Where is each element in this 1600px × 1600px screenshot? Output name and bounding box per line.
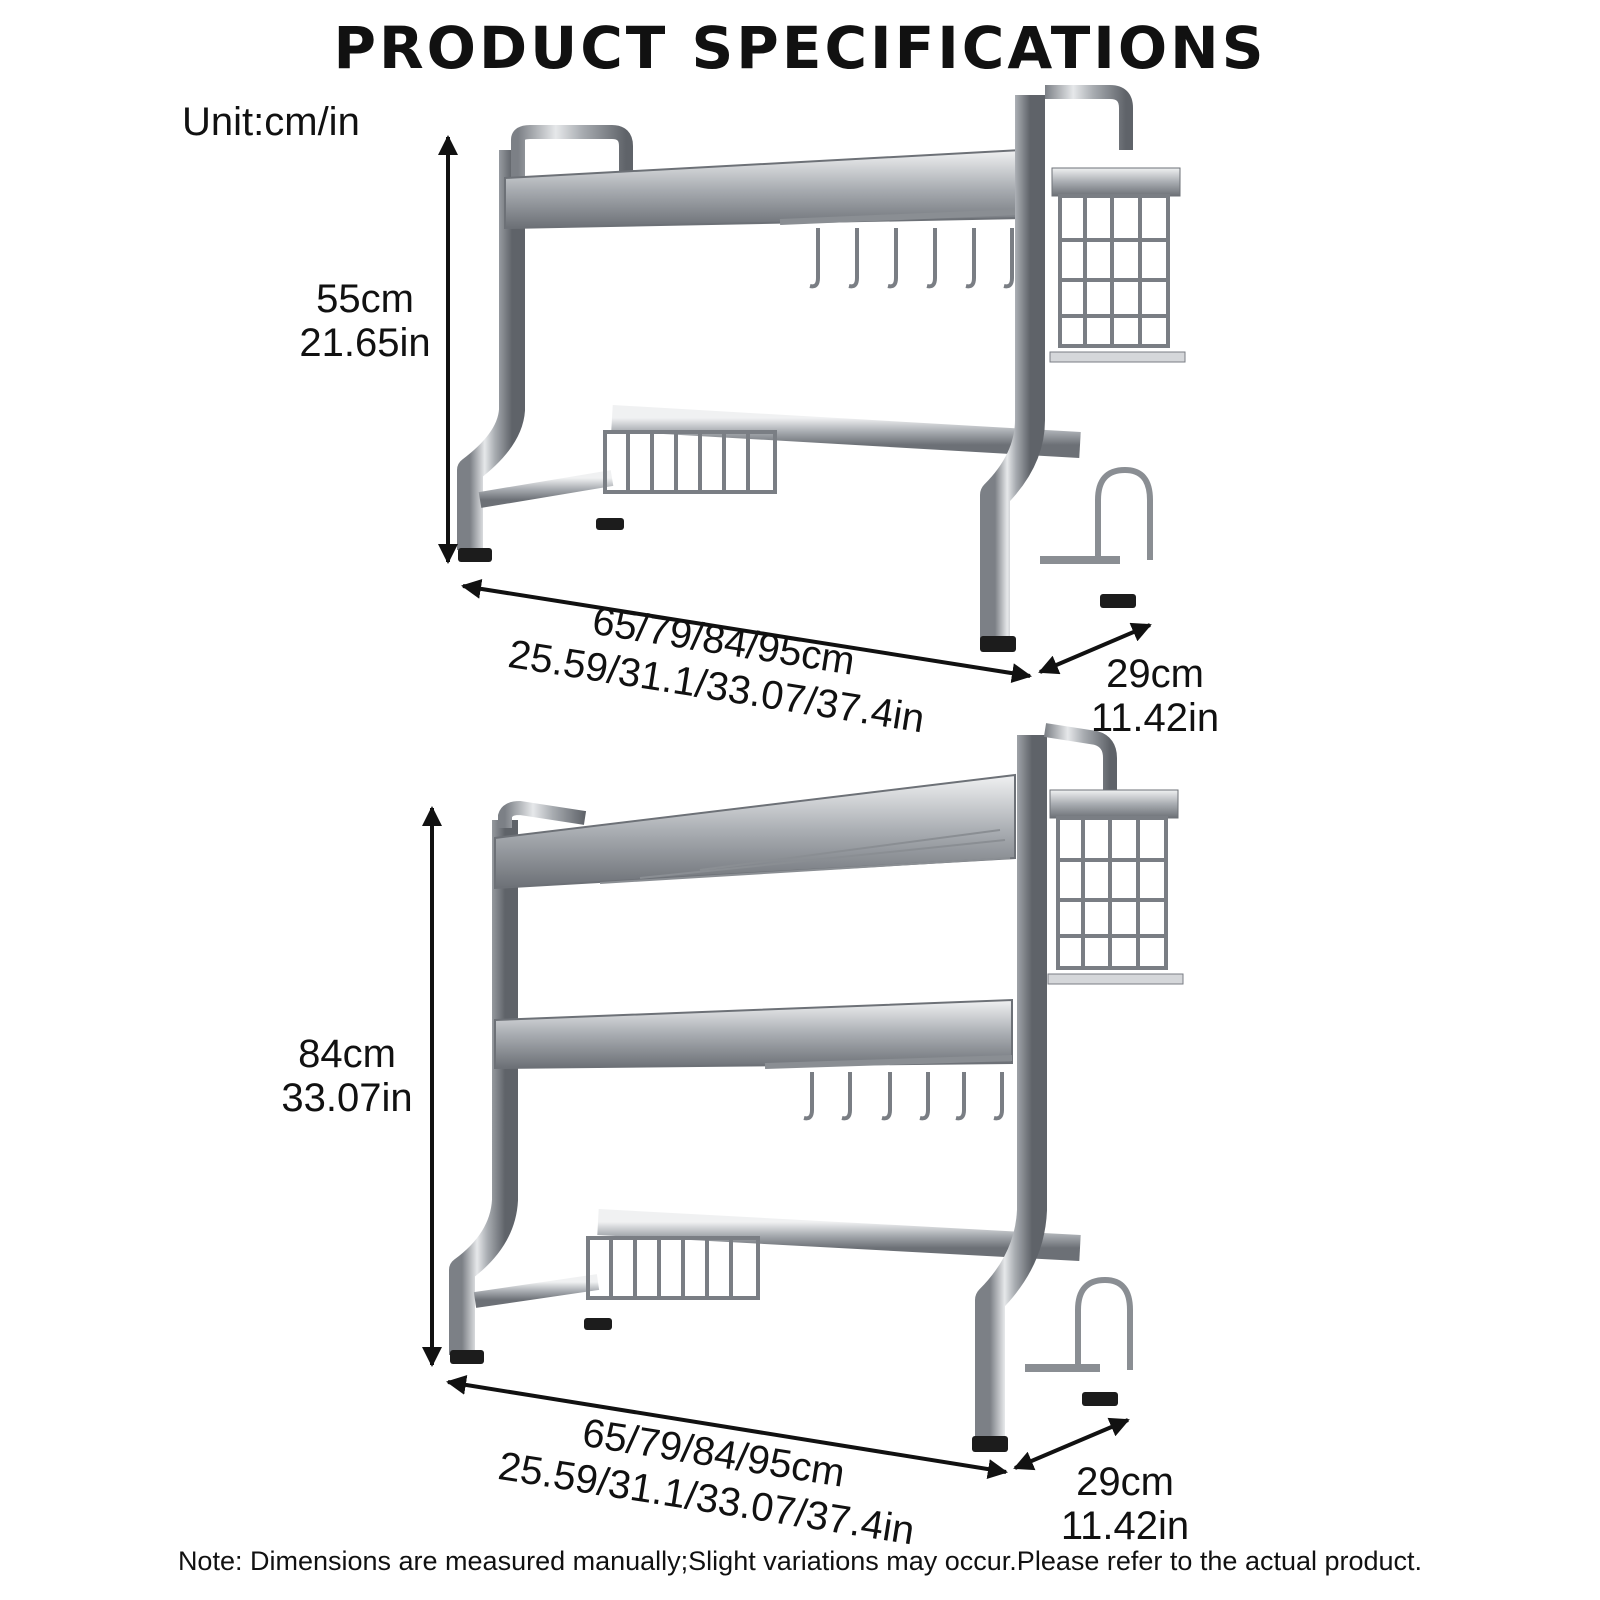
hooks-bottom (803, 1072, 1004, 1121)
page-title: PRODUCT SPECIFICATIONS (333, 14, 1267, 82)
rack-bottom-height-in: 33.07in (281, 1076, 413, 1120)
rack-top-height-cm: 55cm (316, 277, 414, 321)
basket-top (603, 430, 777, 494)
hooks-top (809, 228, 1014, 289)
rack-top-height-label: 55cm 21.65in (280, 277, 450, 365)
rack-bottom-depth-line (1013, 1417, 1130, 1471)
rack-top-depth-in: 11.42in (1090, 696, 1220, 740)
rack-bottom-height-label: 84cm 33.07in (262, 1032, 432, 1120)
rack-top-depth-cm: 29cm (1106, 652, 1204, 696)
rack-bottom-depth-in: 11.42in (1060, 1504, 1190, 1548)
rack-top-depth-label: 29cm 11.42in (1070, 652, 1240, 740)
rack-top-width-line (461, 578, 1032, 684)
disclaimer-note: Note: Dimensions are measured manually;S… (177, 1546, 1423, 1576)
rack-top-illustration (457, 85, 1186, 652)
basket-bottom (586, 1236, 760, 1300)
rack-bottom-depth-label: 29cm 11.42in (1040, 1460, 1210, 1548)
rack-bottom-height-cm: 84cm (298, 1032, 396, 1076)
rack-top-height-in: 21.65in (299, 321, 431, 365)
rack-bottom-width-line (446, 1374, 1008, 1480)
unit-label: Unit:cm/in (182, 100, 360, 144)
rack-bottom-illustration (449, 723, 1184, 1452)
rack-top-depth-line (1038, 622, 1152, 675)
rack-bottom-depth-cm: 29cm (1076, 1460, 1174, 1504)
shelf-grid (599, 829, 1011, 884)
